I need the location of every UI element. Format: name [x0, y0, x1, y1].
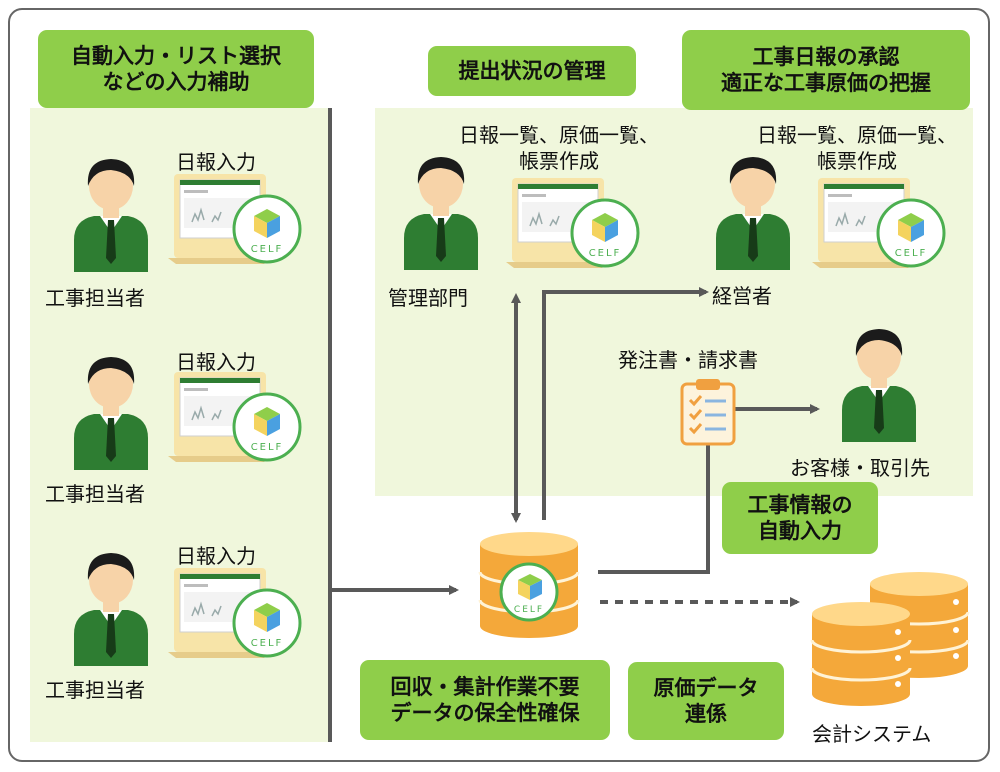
exec-caption-line-2: 帳票作成: [817, 149, 897, 173]
order-invoice-label: 発注書・請求書: [618, 348, 758, 372]
auto-input-bubble: 工事情報の 自動入力: [722, 482, 878, 554]
no-collection-line-1: 回収・集計作業不要: [390, 674, 580, 699]
admin-caption-line-2: 帳票作成: [519, 149, 599, 173]
person-icon: [70, 548, 152, 666]
celf-logo-icon: CELF: [232, 588, 302, 658]
celf-logo-icon: CELF: [876, 198, 946, 268]
celf-database: CELF: [478, 530, 580, 640]
celf-logo-icon: CELF: [570, 198, 640, 268]
no-collection-bubble: 回収・集計作業不要 データの保全性確保: [360, 660, 610, 740]
daily-report-input-label: 日報入力: [176, 544, 256, 568]
person-icon: [712, 152, 794, 270]
exec-caption: 日報一覧、原価一覧、 帳票作成: [742, 122, 972, 174]
clipboard-icon: [680, 378, 736, 446]
person-icon: [400, 152, 482, 270]
person-icon: [70, 154, 152, 272]
db-to-document-line: [598, 445, 710, 574]
approval-line-2: 適正な工事原価の把握: [721, 71, 931, 95]
executive-label: 経営者: [712, 284, 772, 308]
admin-department-label: 管理部門: [388, 286, 468, 310]
cost-linkage-line-2: 連係: [685, 702, 727, 726]
cost-linkage-line-1: 原価データ: [653, 675, 759, 700]
svg-text:CELF: CELF: [895, 248, 928, 259]
site-staff-label: 工事担当者: [45, 482, 145, 506]
badge-text: CELF: [514, 605, 544, 615]
accounting-system-label: 会計システム: [812, 722, 932, 746]
daily-report-input-label: 日報入力: [176, 350, 256, 374]
approval-bubble: 工事日報の承認 適正な工事原価の把握: [682, 30, 970, 110]
submission-management-text: 提出状況の管理: [458, 58, 606, 83]
svg-text:CELF: CELF: [251, 442, 284, 453]
svg-text:CELF: CELF: [589, 248, 622, 259]
daily-report-input-label: 日報入力: [176, 150, 256, 174]
auto-input-line-1: 工事情報の: [747, 492, 853, 517]
svg-text:CELF: CELF: [251, 638, 284, 649]
input-assist-line-1: 自動入力・リスト選択: [71, 43, 281, 68]
celf-logo-icon: CELF: [232, 194, 302, 264]
svg-text:CELF: CELF: [251, 244, 284, 255]
approval-line-1: 工事日報の承認: [752, 44, 900, 69]
admin-caption-line-1: 日報一覧、原価一覧、: [459, 123, 659, 147]
input-assist-line-2: などの入力補助: [102, 70, 250, 94]
submission-management-bubble: 提出状況の管理: [428, 46, 636, 96]
no-collection-line-2: データの保全性確保: [390, 701, 580, 725]
laptop-icon: [168, 172, 272, 266]
site-staff-label: 工事担当者: [45, 286, 145, 310]
input-assist-bubble: 自動入力・リスト選択 などの入力補助: [38, 30, 314, 108]
celf-logo-icon: CELF: [232, 392, 302, 462]
site-staff-label: 工事担当者: [45, 678, 145, 702]
auto-input-line-2: 自動入力: [758, 519, 842, 543]
admin-caption: 日報一覧、原価一覧、 帳票作成: [444, 122, 674, 174]
db-to-exec-arrow: [542, 287, 709, 520]
accounting-database: [810, 570, 970, 710]
person-icon: [70, 352, 152, 470]
exec-caption-line-1: 日報一覧、原価一覧、: [757, 123, 957, 147]
person-icon: [838, 324, 920, 442]
client-label: お客様・取引先: [790, 456, 930, 480]
cost-linkage-bubble: 原価データ 連係: [628, 662, 784, 740]
